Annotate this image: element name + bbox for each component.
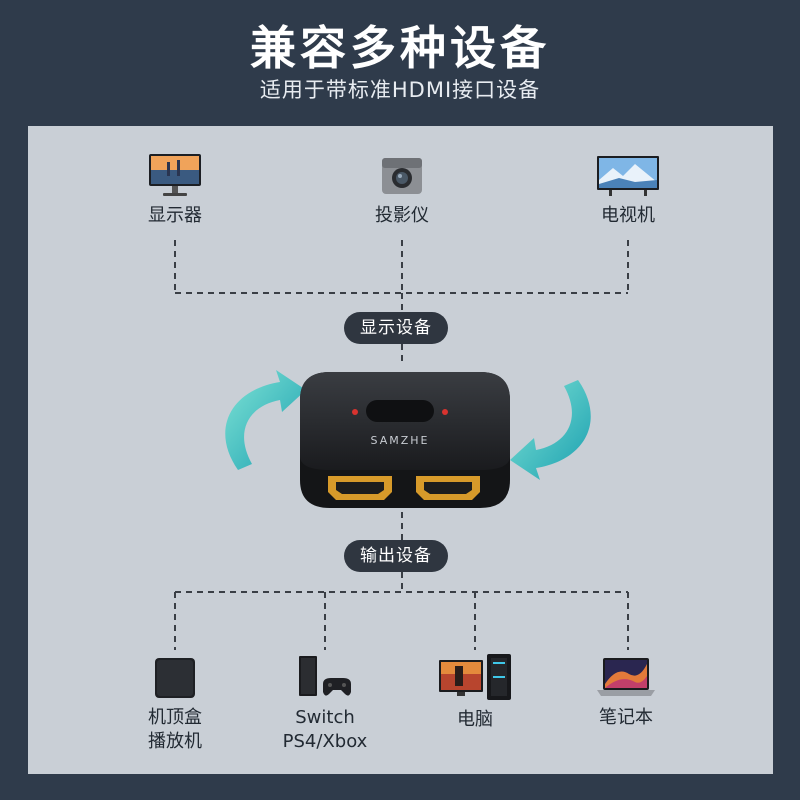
page-title: 兼容多种设备 — [250, 21, 550, 75]
output-devices-pill: 输出设备 — [344, 540, 448, 572]
device-monitor: 显示器 — [105, 152, 245, 228]
device-laptop: 笔记本 — [556, 654, 696, 730]
device-label: 电视机 — [601, 205, 655, 226]
laptop-icon — [595, 654, 657, 700]
set-top-box-icon — [153, 656, 197, 700]
projector-icon — [378, 152, 426, 198]
device-label: 机顶盒 播放机 — [148, 707, 202, 752]
device-label: Switch PS4/Xbox — [282, 707, 368, 752]
brand-logo: SAMZHE — [371, 434, 430, 447]
device-label: 投影仪 — [375, 205, 429, 226]
device-label: 笔记本 — [599, 707, 653, 728]
game-console-icon — [295, 654, 355, 700]
device-label: 电脑 — [457, 709, 493, 730]
device-projector: 投影仪 — [332, 152, 472, 228]
monitor-icon — [147, 152, 203, 198]
desktop-pc-icon — [437, 652, 513, 702]
device-set-top-box: 机顶盒 播放机 — [105, 656, 245, 754]
device-label: 显示器 — [148, 205, 202, 226]
hdmi-port-icon — [328, 476, 392, 500]
arrow-left-icon — [225, 370, 306, 470]
tv-icon — [595, 152, 661, 198]
device-tv: 电视机 — [558, 152, 698, 228]
device-game-console: Switch PS4/Xbox — [255, 654, 395, 754]
arrow-right-icon — [510, 380, 591, 480]
display-devices-pill: 显示设备 — [344, 312, 448, 344]
hdmi-port-icon — [416, 476, 480, 500]
device-desktop-pc: 电脑 — [405, 652, 545, 732]
page-subtitle: 适用于带标准HDMI接口设备 — [259, 78, 541, 102]
hdmi-switch-device: SAMZHE — [225, 370, 591, 508]
